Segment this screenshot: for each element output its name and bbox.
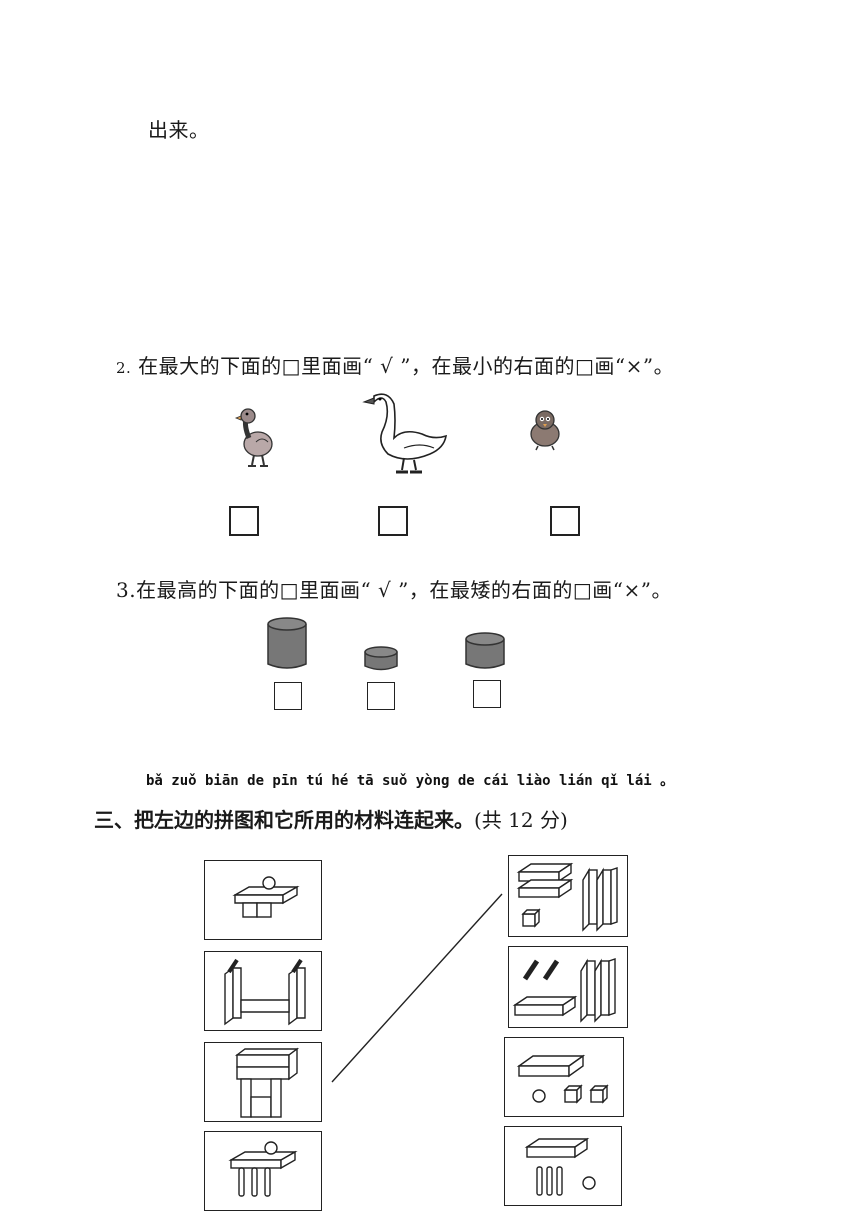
goose-icon (362, 393, 448, 474)
tall-cylinder-icon (267, 617, 307, 669)
answer-box-tall[interactable] (274, 682, 302, 710)
section-3-title: 三、把左边的拼图和它所用的材料连起来。 (94, 808, 474, 832)
block-bench-icon (224, 958, 306, 1026)
material-card-2[interactable] (508, 946, 628, 1028)
puzzle-card-2[interactable] (204, 951, 322, 1031)
duck-icon (234, 408, 273, 467)
material-card-1[interactable] (508, 855, 628, 937)
answer-box-medium[interactable] (473, 680, 501, 708)
material-card-3[interactable] (504, 1037, 624, 1117)
short-cylinder-icon (364, 646, 398, 671)
material-slabs-blocks-icon (516, 862, 618, 932)
answer-box-goose[interactable] (378, 506, 408, 536)
continuation-text: 出来。 (148, 118, 210, 142)
block-stool-icon (228, 1141, 298, 1197)
question-2-text: 在最大的下面的□里面画“ √ ”，在最小的右面的□画“×”。 (138, 354, 675, 378)
material-slab-rods-ball-icon (524, 1137, 596, 1196)
material-sticks-slab-boards-icon (512, 958, 616, 1023)
connecting-line (331, 893, 503, 1083)
question-2: 2. 在最大的下面的□里面画“ √ ”，在最小的右面的□画“×”。 (116, 350, 674, 379)
material-slab-ball-cubes-icon (516, 1054, 609, 1104)
material-card-4[interactable] (504, 1126, 622, 1206)
answer-box-duck[interactable] (229, 506, 259, 536)
question-2-number: 2. (116, 359, 132, 377)
section-3-pinyin: bǎ zuǒ biān de pīn tú hé tā suǒ yòng de … (146, 773, 675, 789)
medium-cylinder-icon (465, 632, 505, 669)
chick-icon (530, 410, 560, 451)
answer-box-short[interactable] (367, 682, 395, 710)
answer-box-chick[interactable] (550, 506, 580, 536)
block-table-icon (232, 876, 300, 918)
section-3-score: (共 12 分) (474, 808, 568, 832)
puzzle-card-4[interactable] (204, 1131, 322, 1211)
section-3-heading: 三、把左边的拼图和它所用的材料连起来。(共 12 分) (94, 804, 568, 833)
question-3-text: 3.在最高的下面的□里面画“ √ ”，在最矮的右面的□画“×”。 (116, 578, 672, 602)
puzzle-card-1[interactable] (204, 860, 322, 940)
puzzle-card-3[interactable] (204, 1042, 322, 1122)
block-tower-icon (234, 1047, 300, 1118)
